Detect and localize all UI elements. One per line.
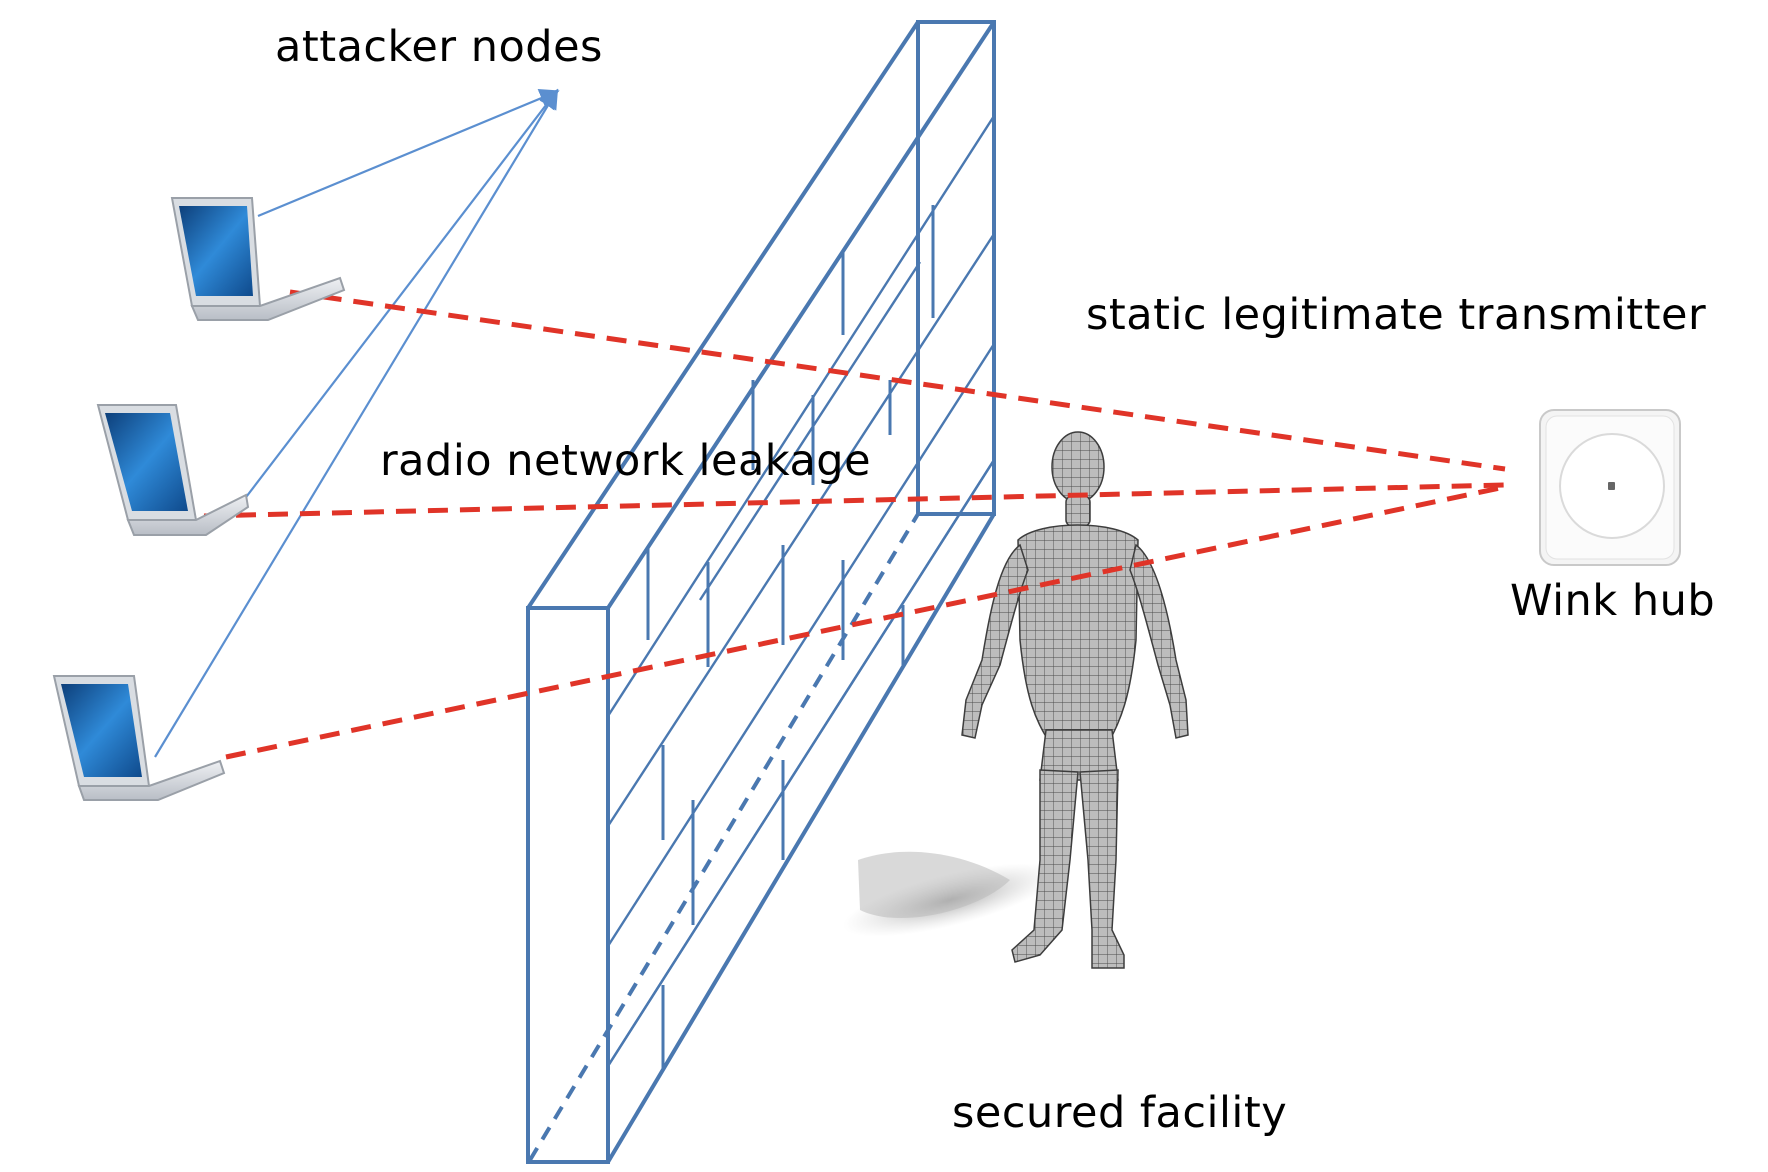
attacker-links: [154, 88, 560, 758]
wall-hidden-edge: [528, 512, 920, 1162]
attacker-link-3: [154, 88, 559, 758]
laptop-icon: [96, 404, 250, 536]
wall-far-panel: [916, 20, 996, 516]
label-attacker-nodes: attacker nodes: [275, 22, 603, 72]
leak-line-mid: [203, 482, 1506, 519]
wall-joints: [646, 205, 935, 1070]
label-radio-leakage: radio network leakage: [380, 436, 872, 486]
wall: [526, 20, 996, 1164]
attacker-link-1: [257, 88, 560, 218]
leakage-lines: [203, 289, 1506, 760]
wall-near-panel: [526, 606, 610, 1164]
label-wink-hub: Wink hub: [1510, 576, 1716, 626]
laptop-icon: [52, 675, 226, 801]
wall-edges: [526, 20, 996, 1164]
wink-hub-device: [1539, 409, 1681, 566]
attacker-link-2: [239, 88, 559, 506]
laptop-icon: [170, 197, 346, 321]
leak-line-bottom: [225, 484, 1506, 760]
wall-courses: [606, 115, 996, 1067]
human-mesh-figure: [961, 431, 1189, 969]
leak-line-top: [289, 289, 1506, 472]
label-secured-facility: secured facility: [952, 1088, 1288, 1138]
label-static-transmitter: static legitimate transmitter: [1086, 290, 1707, 340]
